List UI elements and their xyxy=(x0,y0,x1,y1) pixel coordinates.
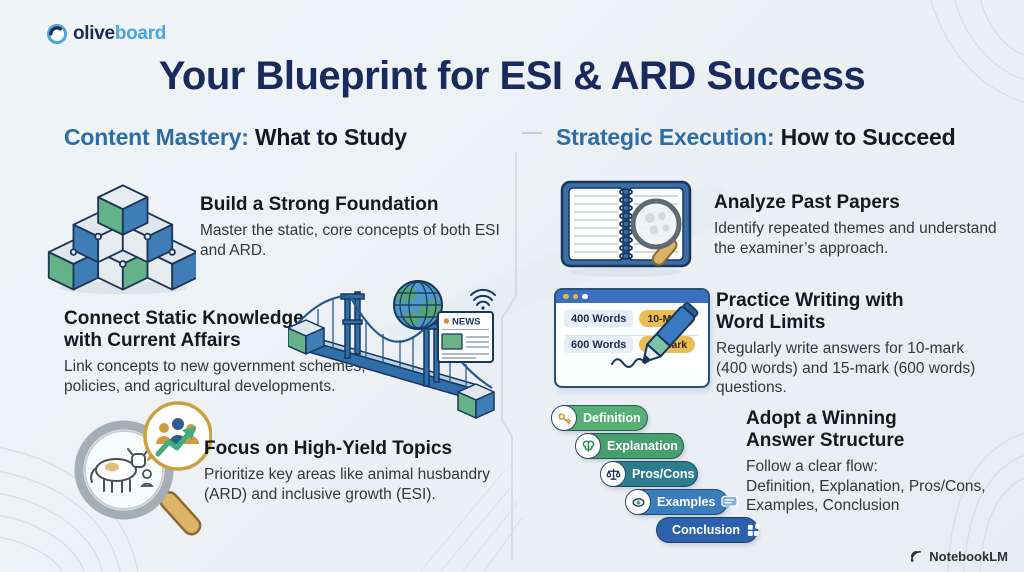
speech-bubble-icon xyxy=(721,495,739,510)
oliveboard-logo-icon xyxy=(47,24,67,44)
eye-icon xyxy=(625,489,651,515)
window-dot-icon xyxy=(582,293,588,300)
globe-icon xyxy=(393,280,443,330)
farmer-icon xyxy=(140,469,154,487)
scales-icon xyxy=(600,461,626,487)
puzzle-pyramid-icon xyxy=(46,168,196,296)
word-limit-card-icon: 400 Words 10-Mark 600 Words 15-Mark xyxy=(554,288,710,388)
logo-wordmark: oliveboard xyxy=(73,23,167,44)
left-item-3-desc: Prioritize key areas like animal husband… xyxy=(204,466,491,503)
flow-step-examples: Examples xyxy=(625,489,739,515)
left-item-1-title: Build a Strong Foundation xyxy=(200,194,439,215)
brain-icon xyxy=(575,433,601,459)
words-chip: 400 Words xyxy=(564,310,634,327)
bridge-globe-news-icon: NEWS xyxy=(288,272,498,422)
words-chip: 600 Words xyxy=(564,336,634,353)
right-item-2-desc: Regularly write answers for 10-mark (400… xyxy=(716,340,976,397)
right-item-2: Practice Writing with Word Limits Regula… xyxy=(716,290,996,398)
answer-flow-steps-icon: Definition Explanation Pros/Cons Example… xyxy=(546,400,776,552)
window-dot-icon xyxy=(563,293,569,300)
right-item-1-title: Analyze Past Papers xyxy=(714,192,900,213)
left-item-1: Build a Strong Foundation Master the sta… xyxy=(200,194,500,260)
key-icon xyxy=(551,405,577,431)
divider xyxy=(566,335,698,336)
pen-icon xyxy=(642,302,699,364)
right-item-3-title: Adopt a Winning Answer Structure xyxy=(746,408,905,452)
right-item-1: Analyze Past Papers Identify repeated th… xyxy=(714,192,1014,258)
notebooklm-icon xyxy=(911,551,922,562)
right-column-heading: Strategic Execution: How to Succeed xyxy=(556,124,956,150)
signature-squiggle xyxy=(611,354,658,368)
puzzle-piece-icon xyxy=(746,523,761,538)
window-dot-icon xyxy=(572,293,578,300)
magnifier-livestock-icon xyxy=(52,398,212,548)
left-column-heading: Content Mastery: What to Study xyxy=(64,124,407,150)
right-item-1-desc: Identify repeated themes and understand … xyxy=(714,220,997,257)
left-item-1-desc: Master the static, core concepts of both… xyxy=(200,222,500,259)
left-item-3: Focus on High-Yield Topics Prioritize ke… xyxy=(204,438,514,504)
left-item-2-desc: Link concepts to new government schemes,… xyxy=(64,358,366,395)
left-item-3-title: Focus on High-Yield Topics xyxy=(204,438,453,459)
left-item-2: Connect Static Knowledge with Current Af… xyxy=(64,308,384,396)
notebooklm-watermark: NotebookLM xyxy=(909,549,1008,564)
right-item-2-title: Practice Writing with Word Limits xyxy=(716,290,904,334)
newspaper-icon: NEWS xyxy=(437,311,494,363)
oliveboard-logo: oliveboard xyxy=(46,23,166,45)
signal-waves-icon xyxy=(470,288,496,310)
notebook-magnifier-icon xyxy=(556,172,696,280)
flow-step-definition: Definition xyxy=(551,405,648,431)
left-item-2-title: Connect Static Knowledge with Current Af… xyxy=(64,308,304,352)
people-growth-icon xyxy=(155,418,199,457)
flow-step-conclusion: Conclusion xyxy=(656,517,761,543)
flow-step-explanation: Explanation xyxy=(575,433,684,459)
browser-bar xyxy=(556,290,708,303)
svg-text:NEWS: NEWS xyxy=(452,317,481,328)
flow-step-pros-cons: Pros/Cons xyxy=(600,461,698,487)
page-title: Your Blueprint for ESI & ARD Success xyxy=(158,54,866,98)
right-item-3: Adopt a Winning Answer Structure Follow … xyxy=(746,408,1011,516)
right-item-3-desc: Follow a clear flow: Definition, Explana… xyxy=(746,458,986,515)
